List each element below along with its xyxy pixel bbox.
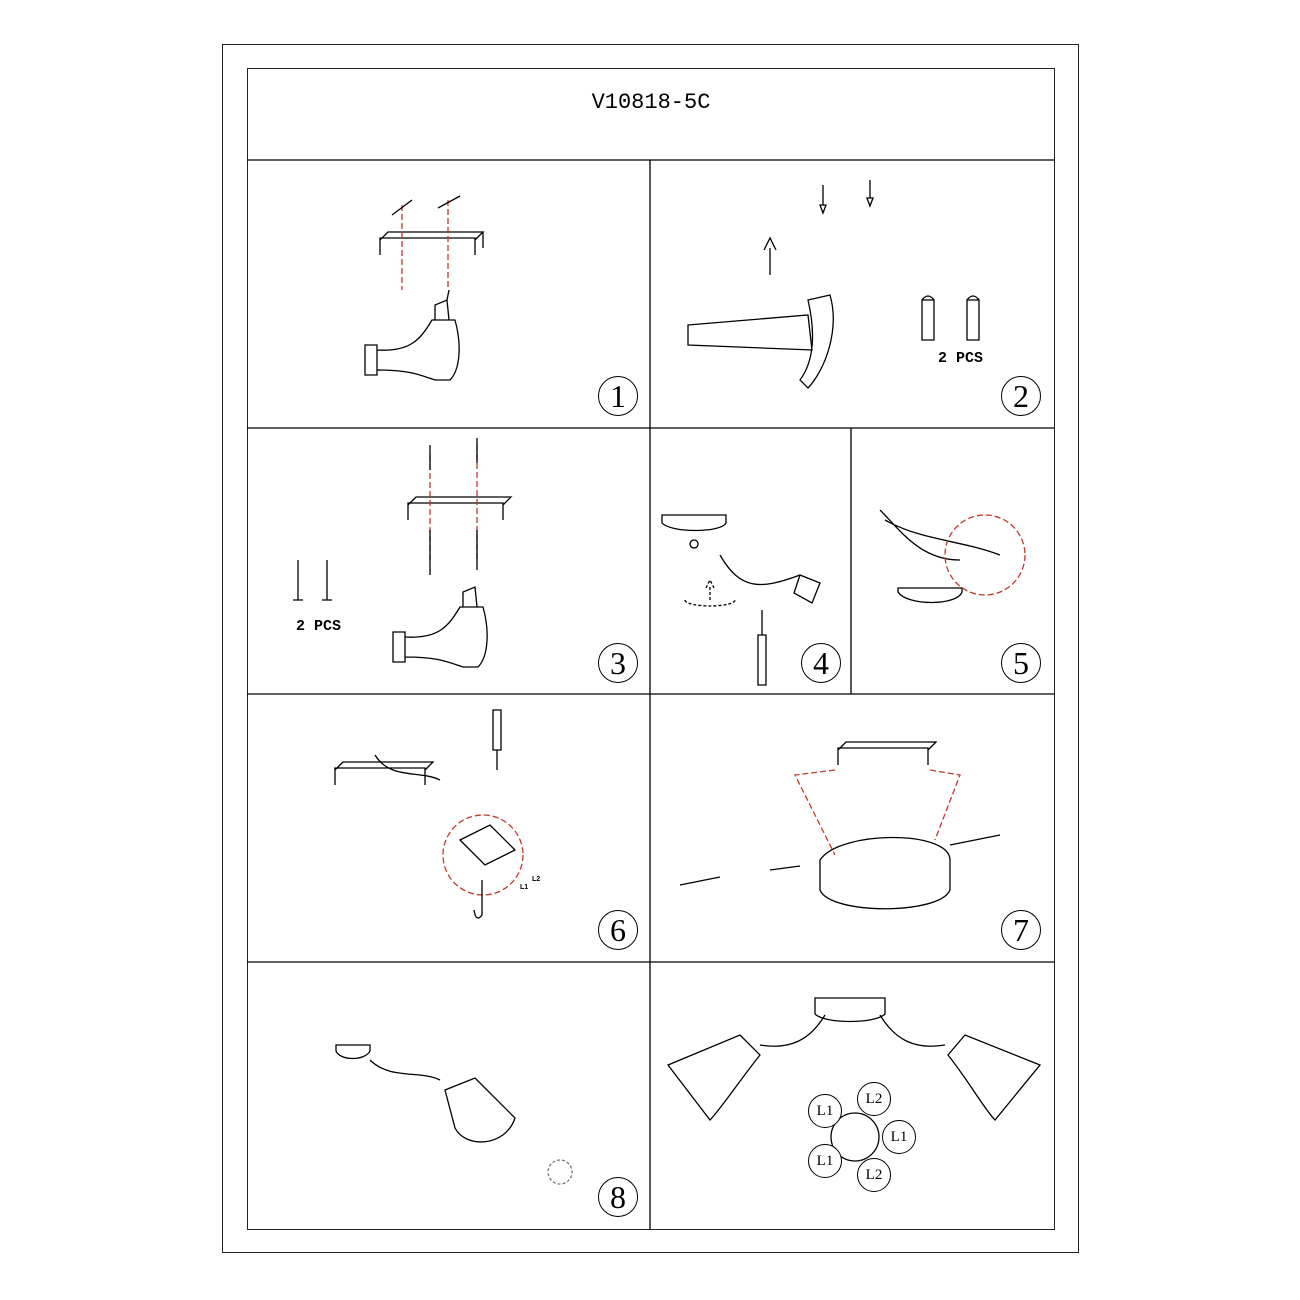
terminal-label-l2: L2 (532, 876, 541, 883)
step2-hammer-illustration (687, 180, 980, 389)
step4-canopy-wire-illustration (661, 514, 821, 686)
wiring-label-l2-bottom: L2 (857, 1158, 891, 1192)
step7-canopy-mount-illustration (679, 741, 1001, 910)
step-number-7: 7 (1001, 910, 1041, 950)
final-fixture-illustration (666, 997, 1042, 1162)
step2-quantity-label: 2 PCS (938, 350, 984, 367)
step-number-2: 2 (1001, 376, 1041, 416)
step-number-1: 1 (598, 376, 638, 416)
terminal-label-l1: L1 (520, 884, 529, 891)
step1-bracket-drill-illustration (364, 195, 485, 381)
wiring-label-l1-left-top: L1 (808, 1094, 842, 1128)
step-number-3: 3 (598, 643, 638, 683)
step5-wire-connection-illustration (879, 509, 1026, 604)
step3-quantity-label: 2 PCS (296, 618, 342, 635)
grid-lines (247, 159, 1054, 1229)
step-number-5: 5 (1001, 643, 1041, 683)
step6-terminal-illustration (334, 709, 524, 919)
wiring-label-l2-top: L2 (857, 1082, 891, 1116)
instruction-frame (247, 68, 1055, 1230)
step-number-6: 6 (598, 910, 638, 950)
wiring-label-l1-left-bottom: L1 (808, 1144, 842, 1178)
model-title: V10818-5C (591, 90, 711, 115)
step-number-4: 4 (801, 643, 841, 683)
step8-shade-bulb-illustration (335, 1044, 573, 1185)
wiring-label-l1-right: L1 (882, 1120, 916, 1154)
page-border (222, 44, 1079, 1253)
step-number-8: 8 (598, 1177, 638, 1217)
step3-bracket-screws-illustration (293, 438, 513, 668)
